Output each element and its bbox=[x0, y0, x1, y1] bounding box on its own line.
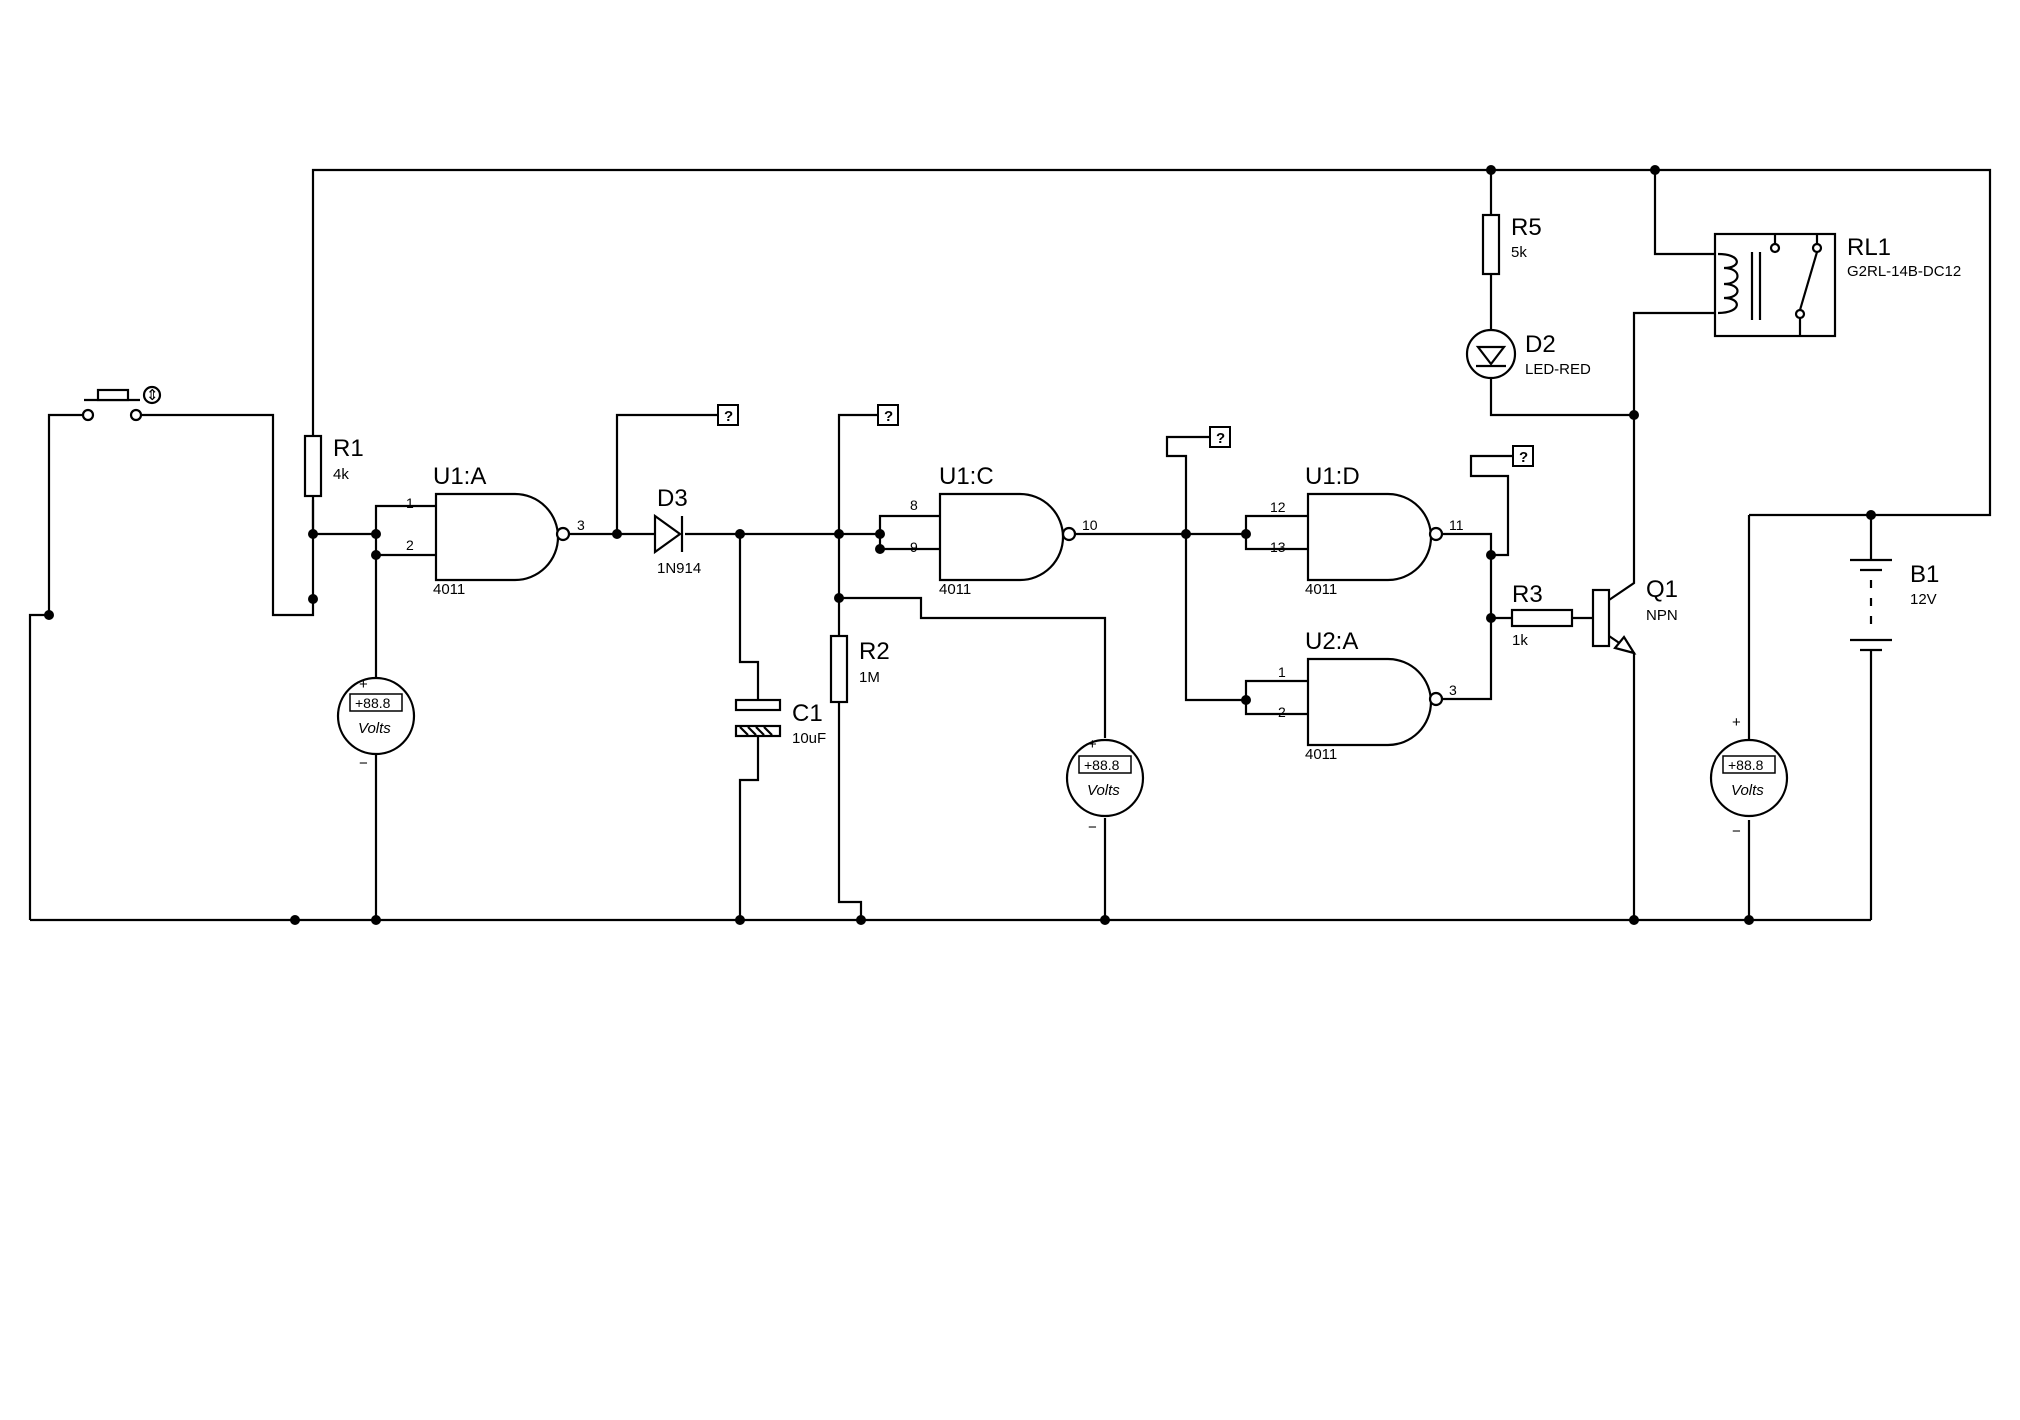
diode-d3: D3 1N914 bbox=[653, 485, 701, 577]
u1d-ref: U1:D bbox=[1305, 463, 1360, 490]
voltmeter-3-minus: − bbox=[1732, 823, 1741, 840]
voltmeter-3: +88.8 Volts + − bbox=[1709, 714, 1789, 840]
r2-ref: R2 bbox=[859, 638, 890, 665]
voltmeter-3-plus: + bbox=[1732, 714, 1741, 731]
voltmeter-1-plus: + bbox=[359, 676, 368, 693]
r1-value: 4k bbox=[333, 466, 349, 483]
voltmeter-2-plus: + bbox=[1088, 736, 1097, 753]
r3-value: 1k bbox=[1512, 632, 1528, 649]
voltmeter-3-reading: +88.8 bbox=[1728, 757, 1764, 773]
logic-probe-4: ? bbox=[1512, 445, 1534, 467]
resistor-r1: R1 4k bbox=[303, 434, 364, 498]
u1c-pin-9: 9 bbox=[910, 539, 918, 555]
c1-ref: C1 bbox=[792, 700, 823, 727]
r2-value: 1M bbox=[859, 669, 880, 686]
d2-ref: D2 bbox=[1525, 331, 1556, 358]
q1-value: NPN bbox=[1646, 607, 1678, 624]
d3-value: 1N914 bbox=[657, 560, 701, 577]
rl1-ref: RL1 bbox=[1847, 234, 1891, 261]
resistor-r2: R2 1M bbox=[829, 634, 890, 704]
r1-ref: R1 bbox=[333, 435, 364, 462]
voltmeter-2-minus: − bbox=[1088, 819, 1097, 836]
led-d2: D2 LED-RED bbox=[1465, 328, 1591, 380]
d2-value: LED-RED bbox=[1525, 361, 1591, 378]
probe-4-label: ? bbox=[1519, 449, 1528, 466]
u2a-pin-1: 1 bbox=[1278, 664, 1286, 680]
voltmeter-1-reading: +88.8 bbox=[355, 695, 391, 711]
u1a-pin-1: 1 bbox=[406, 495, 414, 511]
u1a-value: 4011 bbox=[433, 581, 465, 598]
u2a-value: 4011 bbox=[1305, 746, 1337, 763]
rl1-value: G2RL-14B-DC12 bbox=[1847, 263, 1961, 280]
u1c-value: 4011 bbox=[939, 581, 971, 598]
relay-rl1: RL1 G2RL-14B-DC12 bbox=[1713, 232, 1961, 338]
voltmeter-3-unit: Volts bbox=[1731, 782, 1764, 799]
b1-value: 12V bbox=[1910, 591, 1937, 608]
voltmeter-1: +88.8 Volts + − bbox=[336, 676, 416, 772]
wires bbox=[28, 168, 1992, 922]
nand-gate-u1d: U1:D 4011 12 13 11 bbox=[1270, 463, 1464, 598]
resistor-r3: R3 1k bbox=[1510, 581, 1574, 649]
r5-ref: R5 bbox=[1511, 214, 1542, 241]
nand-gate-u2a: U2:A 4011 1 2 3 bbox=[1278, 628, 1457, 763]
u1c-pin-8: 8 bbox=[910, 497, 918, 513]
pushbutton-glyph: ⇕ bbox=[146, 387, 159, 404]
voltmeter-1-minus: − bbox=[359, 755, 368, 772]
q1-ref: Q1 bbox=[1646, 576, 1678, 603]
r5-value: 5k bbox=[1511, 244, 1527, 261]
u1c-ref: U1:C bbox=[939, 463, 994, 490]
probe-3-label: ? bbox=[1216, 430, 1225, 447]
u1d-pin-13: 13 bbox=[1270, 539, 1286, 555]
d3-ref: D3 bbox=[657, 485, 688, 512]
u2a-ref: U2:A bbox=[1305, 628, 1358, 655]
u1a-ref: U1:A bbox=[433, 463, 486, 490]
voltmeter-2-reading: +88.8 bbox=[1084, 757, 1120, 773]
junction-dots bbox=[44, 165, 1876, 925]
u1a-pin-2: 2 bbox=[406, 537, 414, 553]
u1d-pin-11: 11 bbox=[1449, 517, 1464, 533]
voltmeter-2-unit: Volts bbox=[1087, 782, 1120, 799]
u1d-value: 4011 bbox=[1305, 581, 1337, 598]
voltmeter-1-unit: Volts bbox=[358, 720, 391, 737]
push-button-switch[interactable]: ⇕ bbox=[81, 385, 162, 422]
nand-gate-u1c: U1:C 4011 8 9 10 bbox=[910, 463, 1098, 598]
voltmeter-2: +88.8 Volts + − bbox=[1065, 736, 1145, 836]
probe-2-label: ? bbox=[884, 408, 893, 425]
b1-ref: B1 bbox=[1910, 561, 1939, 588]
battery-b1: B1 12V bbox=[1850, 558, 1939, 654]
r3-ref: R3 bbox=[1512, 581, 1543, 608]
u1c-pin-10: 10 bbox=[1082, 517, 1098, 533]
logic-probe-3: ? bbox=[1209, 426, 1231, 448]
u1d-pin-12: 12 bbox=[1270, 499, 1286, 515]
capacitor-c1: C1 10uF bbox=[734, 698, 826, 747]
logic-probe-1: ? bbox=[717, 404, 739, 426]
resistor-r5: R5 5k bbox=[1481, 213, 1542, 276]
u2a-pin-2: 2 bbox=[1278, 704, 1286, 720]
transistor-q1: Q1 NPN bbox=[1591, 576, 1678, 655]
probe-1-label: ? bbox=[724, 408, 733, 425]
u1a-pin-3: 3 bbox=[577, 517, 585, 533]
u2a-pin-3: 3 bbox=[1449, 682, 1457, 698]
logic-probe-2: ? bbox=[877, 404, 899, 426]
c1-value: 10uF bbox=[792, 730, 826, 747]
nand-gate-u1a: U1:A 4011 1 2 3 bbox=[406, 463, 585, 598]
